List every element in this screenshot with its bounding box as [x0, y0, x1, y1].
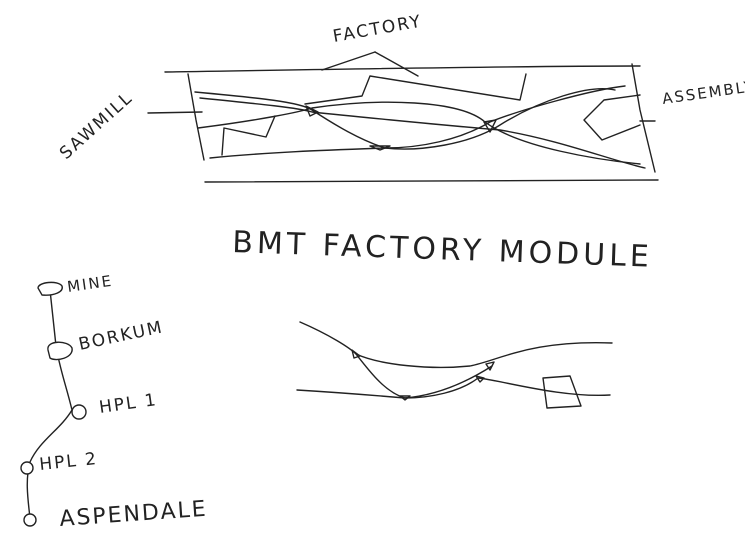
factory-left-wall [187, 73, 205, 161]
factory-building-left [221, 115, 276, 156]
junction-marker-2 [369, 145, 391, 151]
sawmill-input-arrow [147, 111, 203, 114]
factory-right-wall [631, 63, 656, 173]
sawmill-label: SAWMILL [56, 88, 137, 164]
route-stop-borkum-node [47, 341, 73, 361]
factory-top-rail [164, 65, 641, 73]
page-title: BMT FACTORY MODULE [232, 225, 654, 275]
route-stop-borkum-label: BORKUM [77, 317, 166, 355]
route-stop-aspendale-node [23, 513, 37, 527]
factory-label-arrow-right [374, 51, 419, 77]
module-junction-1 [351, 349, 361, 359]
factory-diagram [147, 51, 659, 183]
track-curve-2 [209, 85, 626, 159]
route-stop-hpl1-label: HPL 1 [98, 390, 159, 418]
factory-bottom-rail [204, 179, 659, 183]
track-curve-3 [199, 97, 646, 169]
route-stop-mine-label: MINE [66, 272, 114, 296]
track-curve-4 [197, 101, 641, 165]
module-curve-1 [299, 321, 613, 369]
route-stop-hpl2-node [20, 461, 34, 475]
factory-label: FACTORY [331, 12, 423, 47]
module-sketch [296, 321, 613, 409]
factory-label-arrow-left [321, 51, 376, 71]
route-stop-aspendale-label: ASPENDALE [59, 497, 209, 532]
module-junction-2 [485, 361, 495, 371]
assembly-label: ASSEMBLY [661, 77, 745, 108]
module-junction-4 [475, 375, 485, 383]
junction-marker-3 [483, 119, 497, 133]
route-stop-hpl2-label: HPL 2 [38, 449, 99, 475]
route-stop-mine-node [37, 281, 63, 296]
route-stop-hpl1-node [71, 404, 87, 420]
module-curve-3 [296, 377, 611, 399]
module-junction-3 [399, 395, 411, 401]
factory-building-top [304, 73, 527, 105]
junction-marker-1 [305, 105, 319, 117]
route-line [26, 289, 73, 519]
assembly-building [583, 94, 641, 141]
module-box [542, 375, 582, 409]
route-diagram [20, 281, 87, 527]
